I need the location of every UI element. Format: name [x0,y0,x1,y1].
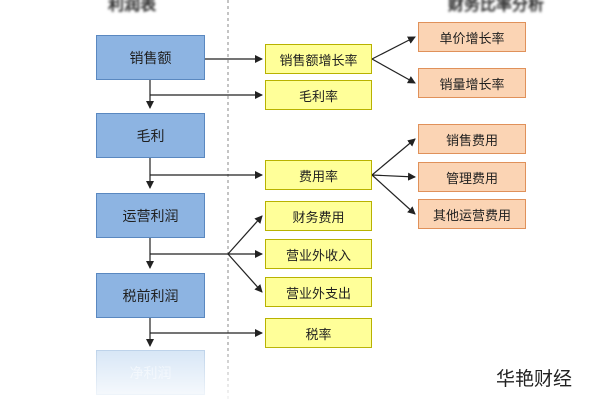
box-gross-margin: 毛利率 [265,80,372,110]
box-sales-label: 销售额 [129,50,172,67]
box-tax-rate-label: 税率 [305,327,332,343]
ratio-analysis-header: 财务比率分析 [448,0,545,14]
arrow-to-admin-expense [371,172,416,181]
box-financial-expense-label: 财务费用 [292,210,345,226]
box-other-operating-expense: 其他运营费用 [418,199,526,229]
box-unit-price-growth-label: 单价增长率 [439,31,505,47]
arrow-to-selling-expense [371,138,416,176]
box-non-operating-expense: 营业外支出 [265,277,372,307]
box-expense-ratio-label: 费用率 [298,169,338,185]
arrow-to-unit-price-growth [371,36,416,60]
box-admin-expense-label: 管理费用 [445,171,498,187]
box-volume-growth-label: 销量增长率 [439,77,505,93]
box-unit-price-growth: 单价增长率 [418,22,526,52]
box-sales-growth: 销售额增长率 [265,44,372,74]
arrow-to-financial-expense [227,215,263,255]
income-statement-header: 利润表 [108,0,157,14]
box-net-profit: 净利润 [96,350,205,395]
box-gross-profit: 毛利 [96,113,205,158]
box-non-operating-expense-label: 营业外支出 [285,286,351,302]
arrow-to-other-op-expense [371,174,416,215]
watermark-text: 华艳财经 [496,368,573,390]
box-expense-ratio: 费用率 [265,160,372,190]
box-pretax-profit-label: 税前利润 [122,288,179,305]
box-non-operating-income: 营业外收入 [265,239,372,269]
box-other-operating-expense-label: 其他运营费用 [432,208,511,224]
box-tax-rate: 税率 [265,318,372,348]
box-financial-expense: 财务费用 [265,201,372,231]
box-gross-profit-label: 毛利 [136,128,165,145]
box-gross-margin-label: 毛利率 [298,89,338,105]
box-non-operating-income-label: 营业外收入 [285,248,351,264]
box-selling-expense: 销售费用 [418,124,526,154]
box-volume-growth: 销量增长率 [418,68,526,98]
box-selling-expense-label: 销售费用 [445,133,498,149]
arrow-to-volume-growth [371,58,416,84]
box-admin-expense: 管理费用 [418,162,526,192]
arrow-to-non-op-expense [227,253,263,293]
box-net-profit-label: 净利润 [129,365,172,382]
box-sales-growth-label: 销售额增长率 [279,53,358,69]
box-operating-profit: 运营利润 [96,193,205,238]
box-pretax-profit: 税前利润 [96,273,205,318]
box-operating-profit-label: 运营利润 [122,208,179,225]
box-sales: 销售额 [96,35,205,80]
